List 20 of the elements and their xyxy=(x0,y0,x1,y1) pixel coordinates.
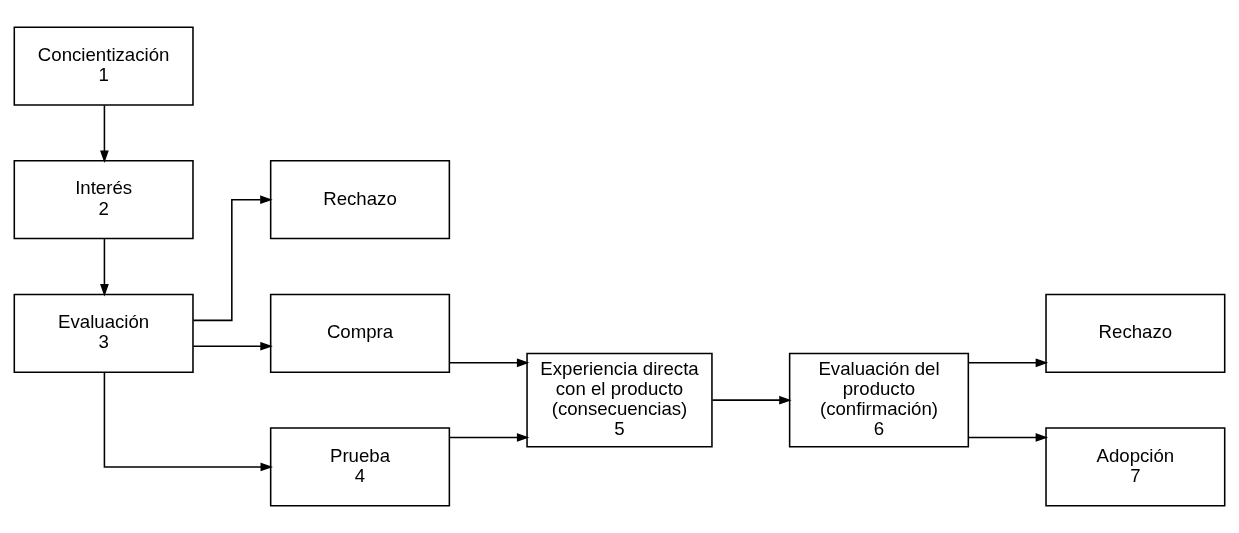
arrow xyxy=(967,433,1049,442)
node-box: Evaluación 3 xyxy=(13,293,194,373)
node-box: Adopción 7 xyxy=(1045,427,1226,507)
node-box: Experiencia directa con el producto (consecuencias) 5 xyxy=(526,352,713,448)
node-box: Interés 2 xyxy=(13,160,194,240)
arrow xyxy=(192,195,273,322)
arrow xyxy=(100,104,109,163)
node-box: Concientización 1 xyxy=(13,26,194,106)
arrow xyxy=(100,238,109,297)
node-box: Evaluación del producto (confirmación) 6 xyxy=(788,352,970,448)
node-box: Rechazo xyxy=(1045,293,1226,373)
node-box: Prueba 4 xyxy=(269,427,451,507)
arrow xyxy=(711,395,792,405)
arrow xyxy=(449,358,530,368)
arrow xyxy=(103,371,273,472)
arrow xyxy=(192,341,273,351)
node-box: Compra xyxy=(269,293,451,373)
arrow xyxy=(967,358,1049,368)
node-box: Rechazo xyxy=(269,160,451,240)
arrow xyxy=(449,433,530,442)
